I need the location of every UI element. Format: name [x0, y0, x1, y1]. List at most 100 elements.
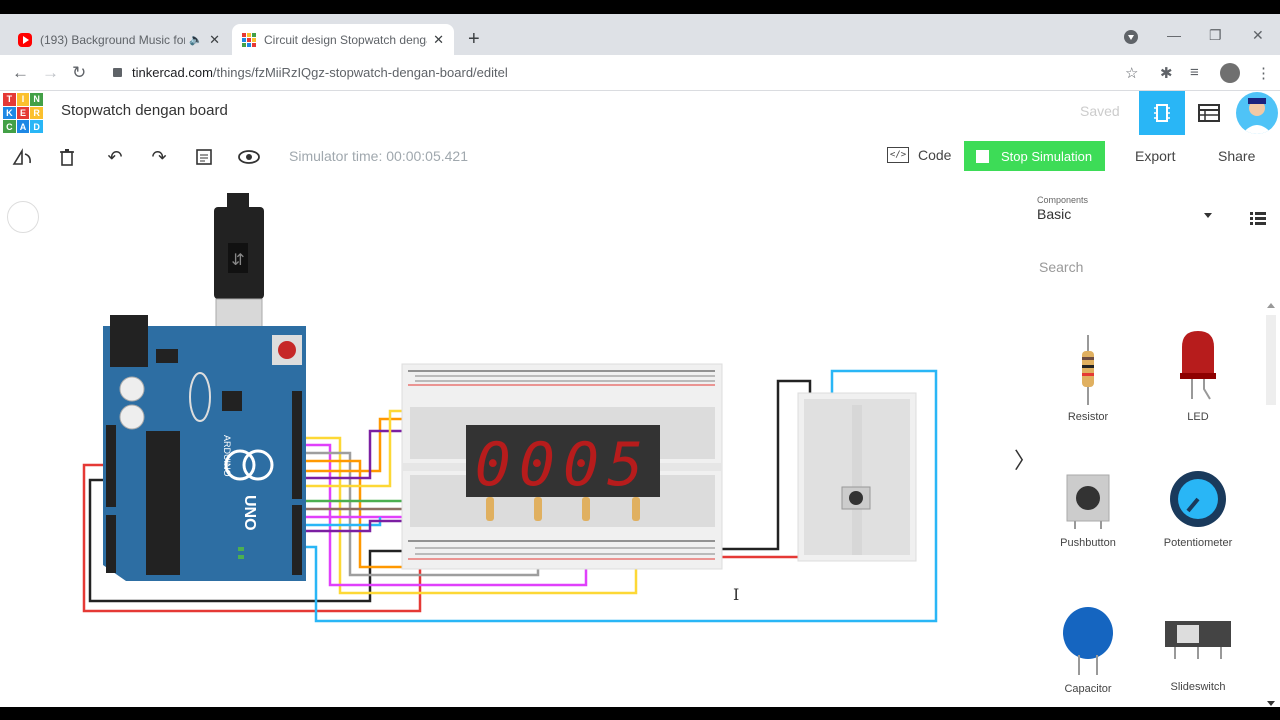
- slideswitch-icon: [1165, 621, 1231, 659]
- lock-icon: [113, 68, 122, 77]
- scroll-up-icon[interactable]: [1267, 303, 1275, 308]
- url-field[interactable]: tinkercad.com/things/fzMiiRzIQgz-stopwat…: [132, 65, 508, 80]
- components-select[interactable]: Basic: [1037, 206, 1072, 222]
- resistor-icon: [1082, 335, 1094, 405]
- saved-status: Saved: [1080, 103, 1120, 119]
- project-title[interactable]: Stopwatch dengan board: [61, 102, 228, 119]
- tab-strip: (193) Background Music for 🔈 ✕ Circuit d…: [0, 21, 1280, 55]
- tinkercad-icon: [242, 32, 256, 47]
- breadboard-small[interactable]: [797, 392, 917, 562]
- youtube-icon: [18, 32, 32, 47]
- stop-label: Stop Simulation: [1001, 148, 1093, 164]
- stop-icon: [976, 149, 989, 163]
- browser-window: (193) Background Music for 🔈 ✕ Circuit d…: [0, 14, 1280, 707]
- component-pushbutton[interactable]: Pushbutton: [1038, 471, 1138, 549]
- extensions-icon[interactable]: ✱: [1160, 65, 1173, 82]
- code-label: Code: [918, 147, 952, 163]
- scroll-down-icon[interactable]: [1267, 701, 1275, 706]
- menu-kebab-icon[interactable]: ⋮: [1256, 65, 1271, 82]
- arduino-uno-board[interactable]: ARDUINO UNO: [103, 315, 306, 581]
- undo-icon[interactable]: ↶: [107, 146, 123, 167]
- svg-text:⇵: ⇵: [231, 250, 244, 269]
- tab-label: (193) Background Music for: [40, 32, 186, 47]
- component-slideswitch[interactable]: Slideswitch: [1148, 615, 1248, 693]
- components-caption: Components: [1037, 195, 1089, 205]
- logo-letter: I: [16, 93, 30, 106]
- panel-scrollbar[interactable]: [1266, 315, 1276, 405]
- search-input[interactable]: Search: [1039, 259, 1084, 275]
- speaker-icon[interactable]: 🔈: [189, 34, 204, 46]
- board-name-label: UNO: [241, 495, 258, 531]
- visibility-icon[interactable]: [238, 146, 260, 168]
- export-button[interactable]: Export: [1135, 148, 1176, 164]
- circuit-view-button[interactable]: [1139, 91, 1185, 135]
- circuit-canvas[interactable]: ⇵ ARDUINO: [0, 175, 1036, 707]
- text-cursor-icon: I: [733, 585, 740, 604]
- window-top-edge: [0, 14, 1280, 21]
- logo-letter: A: [16, 120, 30, 133]
- tab-label: Circuit design Stopwatch dengan: [264, 32, 428, 47]
- url-host: tinkercad.com: [132, 65, 213, 80]
- board-brand-label: ARDUINO: [222, 435, 232, 477]
- led-icon: [1180, 331, 1216, 400]
- component-label: Capacitor: [1064, 683, 1112, 695]
- back-icon[interactable]: ←: [12, 63, 29, 82]
- display-digits: 0005: [475, 430, 652, 500]
- logo-letter: E: [16, 106, 30, 120]
- view-cube-button[interactable]: [7, 201, 39, 233]
- stop-simulation-button[interactable]: Stop Simulation: [964, 141, 1105, 171]
- component-resistor[interactable]: Resistor: [1038, 335, 1138, 423]
- capacitor-icon: [1063, 607, 1113, 675]
- component-capacitor[interactable]: Capacitor: [1038, 605, 1138, 695]
- new-tab-icon[interactable]: +: [468, 28, 480, 50]
- code-icon: </>: [887, 147, 909, 163]
- logo-letter: K: [3, 106, 16, 120]
- user-avatar[interactable]: [1236, 92, 1278, 134]
- component-label: Resistor: [1067, 411, 1109, 423]
- app-header: T I N K E R C A D Stopwatch dengan board…: [0, 91, 1280, 139]
- pushbutton-icon: [1066, 474, 1110, 529]
- media-control-icon[interactable]: [1123, 29, 1139, 48]
- share-button[interactable]: Share: [1218, 148, 1256, 164]
- url-path: /things/fzMiiRzIQgz-stopwatch-dengan-boa…: [212, 65, 508, 80]
- reading-list-icon[interactable]: ≡: [1190, 64, 1199, 81]
- minimize-icon[interactable]: —: [1167, 27, 1181, 43]
- close-tab-icon[interactable]: ✕: [209, 31, 220, 47]
- close-window-icon[interactable]: ✕: [1252, 27, 1264, 43]
- forward-icon[interactable]: →: [42, 63, 59, 82]
- profile-avatar[interactable]: [1220, 63, 1240, 83]
- components-panel: Components Basic Search Resistor LED Pus…: [1030, 175, 1280, 707]
- component-label: Pushbutton: [1060, 537, 1116, 549]
- bookmark-star-icon[interactable]: ☆: [1125, 65, 1139, 82]
- component-led[interactable]: LED: [1148, 329, 1248, 423]
- editor-toolbar: ↶ ↷ Simulator time: 00:00:05.421 </> Cod…: [0, 139, 1280, 175]
- list-view-icon[interactable]: [1250, 212, 1266, 226]
- restore-icon[interactable]: ❐: [1209, 27, 1222, 43]
- code-button[interactable]: </> Code: [887, 147, 951, 163]
- logo-letter: N: [30, 93, 43, 106]
- tinkercad-logo[interactable]: T I N K E R C A D: [3, 93, 43, 133]
- rotate-icon[interactable]: [12, 146, 34, 168]
- component-label: Potentiometer: [1163, 537, 1233, 549]
- chevron-down-icon[interactable]: [1204, 213, 1212, 218]
- close-tab-icon[interactable]: ✕: [433, 31, 444, 47]
- simulator-time: Simulator time: 00:00:05.421: [289, 148, 468, 164]
- logo-letter: C: [3, 120, 16, 133]
- seven-segment-display[interactable]: 0005: [466, 425, 660, 500]
- tab-tinkercad[interactable]: Circuit design Stopwatch dengan ✕: [232, 24, 454, 55]
- logo-letter: R: [30, 106, 43, 120]
- redo-icon[interactable]: ↷: [151, 146, 167, 167]
- component-list-button[interactable]: [1186, 91, 1232, 135]
- delete-icon[interactable]: [56, 146, 78, 168]
- logo-letter: D: [30, 120, 43, 133]
- circuit-drawing[interactable]: ⇵ ARDUINO: [0, 175, 1030, 707]
- notes-icon[interactable]: [193, 146, 215, 168]
- address-bar-row: ← → ↻ tinkercad.com/things/fzMiiRzIQgz-s…: [0, 55, 1280, 91]
- logo-letter: T: [3, 93, 16, 106]
- table-icon: [1198, 104, 1220, 122]
- potentiometer-icon: [1170, 471, 1226, 527]
- chip-icon: [1154, 104, 1170, 122]
- reload-icon[interactable]: ↻: [72, 63, 87, 82]
- tab-youtube[interactable]: (193) Background Music for 🔈 ✕: [8, 24, 230, 55]
- component-potentiometer[interactable]: Potentiometer: [1148, 469, 1248, 549]
